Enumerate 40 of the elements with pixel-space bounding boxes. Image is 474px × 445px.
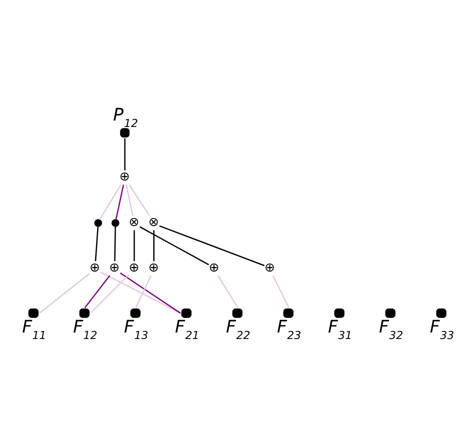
connector (100, 271, 181, 314)
node-text: ⊕ (119, 168, 130, 183)
connector (115, 184, 124, 220)
connector (135, 274, 152, 308)
connector (126, 184, 134, 216)
connector (99, 184, 122, 220)
connector (84, 274, 110, 308)
connector (272, 274, 290, 308)
node-label: F$_{33}$ (430, 316, 454, 342)
connector (94, 226, 99, 261)
node-label: F$_{12}$ (73, 316, 98, 342)
connector (114, 226, 116, 261)
connector (120, 272, 181, 314)
connector (134, 230, 135, 261)
node-label: F$_{31}$ (328, 316, 352, 342)
node-label: F$_{11}$ (22, 316, 46, 342)
node-text: ⊗ (128, 213, 140, 228)
connector (218, 274, 238, 308)
node-label: F$_{23}$ (277, 316, 302, 342)
node-label: F$_{32}$ (378, 316, 404, 342)
node-label: F$_{21}$ (175, 316, 200, 342)
connector (128, 184, 150, 216)
node-text: ⊕ (128, 258, 140, 274)
connector (139, 226, 210, 265)
node-text: ⊕ (90, 258, 100, 274)
connector (124, 138, 126, 170)
node-label: P$_{12}$ (113, 105, 138, 130)
node-text: ⊕ (264, 258, 275, 274)
connector (38, 272, 90, 314)
connector (159, 224, 265, 266)
node-text: ⊕ (148, 258, 159, 274)
connector (153, 230, 154, 261)
node-text: ⊕ (109, 258, 120, 274)
node-label: F$_{22}$ (226, 316, 250, 342)
node-text: ⊕ (208, 258, 220, 274)
node-label: F$_{13}$ (124, 316, 148, 342)
connector (90, 274, 129, 314)
node-text: ⊗ (148, 213, 159, 228)
node-circle (112, 218, 120, 226)
node-circle (94, 218, 102, 226)
